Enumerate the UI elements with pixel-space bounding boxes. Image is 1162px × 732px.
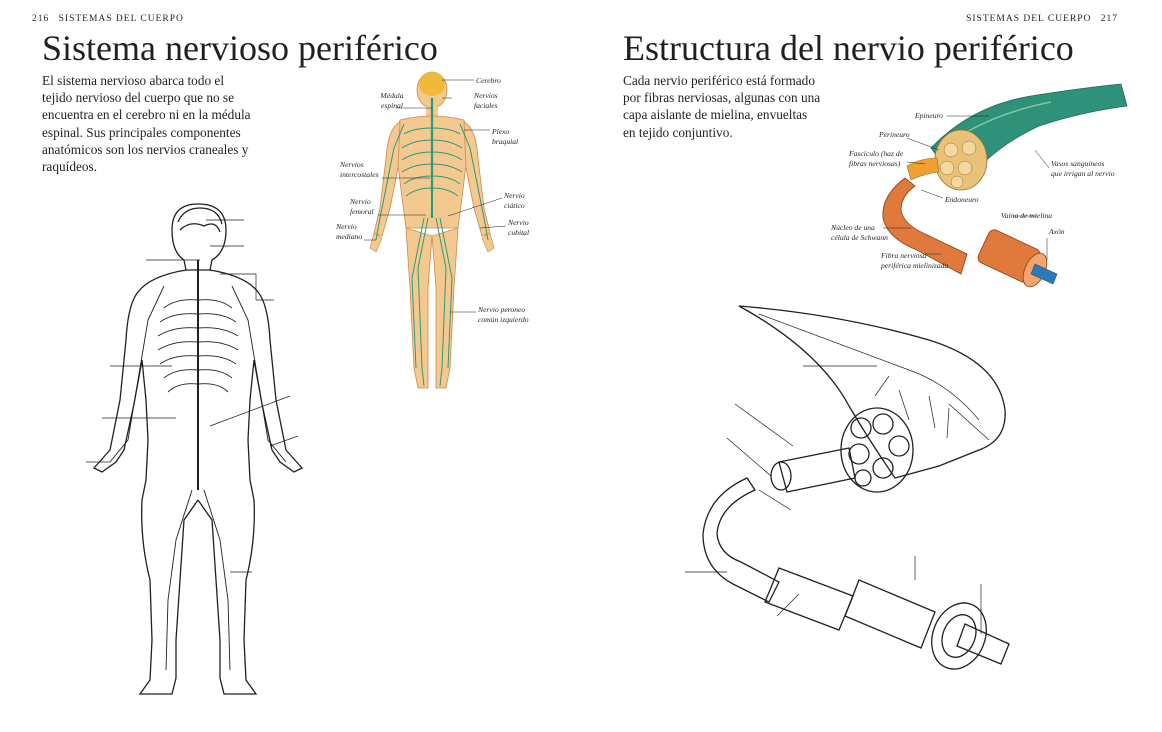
nerve-labels: Epineuro Perineuro Fascículo (haz de fib… bbox=[830, 111, 1115, 270]
running-head-text-right: SISTEMAS DEL CUERPO bbox=[966, 14, 1092, 24]
figure-labels: Cerebro Médula espinal Nervios faciales … bbox=[335, 76, 529, 324]
outline-vessels bbox=[758, 313, 980, 439]
label-cubital-2: cubital bbox=[508, 228, 529, 237]
page-title-right: Estructura del nervio periférico bbox=[623, 28, 1074, 68]
running-head-text-left: SISTEMAS DEL CUERPO bbox=[58, 14, 184, 24]
outline-nerves bbox=[109, 260, 287, 671]
label-intercostales-2: intercostales bbox=[340, 170, 379, 179]
label-mediano-1: Nervio bbox=[335, 222, 357, 231]
outline-body bbox=[92, 203, 304, 695]
label-cubital-1: Nervio bbox=[507, 218, 529, 227]
intro-text-left: El sistema nervioso abarca todo el tejid… bbox=[42, 73, 251, 175]
right-page: SISTEMAS DEL CUERPO 217 Estructura del n… bbox=[581, 0, 1162, 732]
outline-leader-lines bbox=[86, 219, 299, 573]
page-number-left: 216 bbox=[32, 14, 50, 24]
running-head-left: 216 SISTEMAS DEL CUERPO bbox=[32, 14, 184, 24]
label-nucleo-2: célula de Schwann bbox=[831, 233, 888, 242]
label-femoral-1: Nervio bbox=[349, 197, 371, 206]
brain-icon bbox=[419, 72, 445, 96]
label-medula-1: Médula bbox=[379, 91, 403, 100]
label-fasciculo-2: fibras nerviosas) bbox=[849, 159, 901, 168]
nerve-structure-drawing bbox=[882, 83, 1128, 288]
nervous-system-figure: Cerebro Médula espinal Nervios faciales … bbox=[335, 71, 529, 389]
nerve-leader-lines bbox=[883, 115, 1050, 260]
label-plexo-2: braquial bbox=[492, 137, 518, 146]
label-vaina: Vaina de mielina bbox=[1001, 211, 1052, 220]
label-peroneo-1: Nervio peroneo bbox=[477, 305, 525, 314]
label-ciatico-2: ciático bbox=[504, 201, 525, 210]
nerve-network bbox=[375, 98, 489, 387]
intro-text-right: Cada nervio periférico está formado por … bbox=[623, 73, 821, 140]
outline-leader-lines bbox=[685, 365, 990, 634]
label-endoneuro: Endoneuro bbox=[944, 195, 979, 204]
page-title-left: Sistema nervioso periférico bbox=[42, 28, 438, 68]
nerve-structure-figure: Epineuro Perineuro Fascículo (haz de fib… bbox=[830, 83, 1128, 288]
outline-nerve bbox=[702, 305, 1010, 670]
label-ciatico-1: Nervio bbox=[503, 191, 525, 200]
label-fasciculo-1: Fascículo (haz de bbox=[848, 149, 904, 158]
label-plexo-1: Plexo bbox=[491, 127, 509, 136]
label-vasos-1: Vasos sanguíneos bbox=[1051, 159, 1104, 168]
figure-leader-lines bbox=[364, 79, 507, 313]
label-axon: Axón bbox=[1048, 227, 1065, 236]
label-faciales-2: faciales bbox=[474, 101, 498, 110]
label-epineuro: Epineuro bbox=[914, 111, 943, 120]
left-page: 216 SISTEMAS DEL CUERPO Sistema nervioso… bbox=[32, 14, 529, 695]
label-intercostales-1: Nervios bbox=[339, 160, 364, 169]
label-cerebro: Cerebro bbox=[476, 76, 501, 85]
label-perineuro: Perineuro bbox=[878, 130, 910, 139]
label-femoral-2: femoral bbox=[350, 207, 374, 216]
label-faciales-1: Nervios bbox=[473, 91, 498, 100]
outline-nerve-figure bbox=[685, 305, 1010, 670]
label-vasos-2: que irrigan al nervio bbox=[1051, 169, 1115, 178]
outline-body-figure bbox=[86, 203, 304, 695]
label-nucleo-1: Núcleo de una bbox=[830, 223, 875, 232]
label-mediano-2: mediano bbox=[336, 232, 362, 241]
label-medula-2: espinal bbox=[381, 101, 403, 110]
page-number-right: 217 bbox=[1100, 14, 1118, 24]
running-head-right: SISTEMAS DEL CUERPO 217 bbox=[966, 14, 1118, 24]
label-fibra-1: Fibra nerviosa bbox=[880, 251, 927, 260]
label-peroneo-2: común izquierdo bbox=[478, 315, 529, 324]
label-fibra-2: periférica mielinizada bbox=[880, 261, 948, 270]
